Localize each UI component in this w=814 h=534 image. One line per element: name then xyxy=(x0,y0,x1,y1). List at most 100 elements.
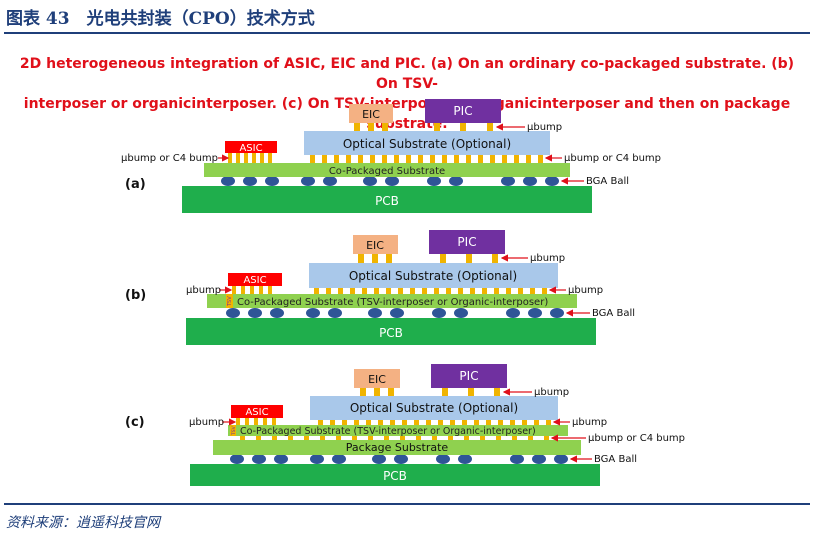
eic-b xyxy=(353,235,398,254)
bumps-c-lower xyxy=(236,418,551,425)
bga-ball xyxy=(363,176,377,186)
pcb-b xyxy=(186,318,596,345)
footer-rule xyxy=(4,503,810,505)
optical-substrate-a-label: Optical Substrate (Optional) xyxy=(343,137,511,151)
bga-ball xyxy=(265,176,279,186)
eic-a xyxy=(349,104,393,123)
bga-ball xyxy=(226,308,240,318)
asic-a-label: ASIC xyxy=(239,143,262,154)
annotation-b-ubump-top: μbump xyxy=(530,253,565,264)
figure-header: 图表 43 光电共封装（CPO）技术方式 xyxy=(0,0,814,34)
bga-ball xyxy=(368,308,382,318)
bga-ball xyxy=(248,308,262,318)
pcb-c xyxy=(190,464,600,486)
package-substrate-c-label: Package Substrate xyxy=(346,441,449,454)
pic-b xyxy=(429,230,505,254)
copackaged-substrate-b xyxy=(207,294,577,308)
pcb-a-label: PCB xyxy=(375,194,399,208)
copackaged-substrate-c xyxy=(228,425,568,436)
bumps-b-lower xyxy=(232,286,547,294)
optical-substrate-c-label: Optical Substrate (Optional) xyxy=(350,401,518,415)
bga-ball xyxy=(454,308,468,318)
eic-a-label: EIC xyxy=(362,108,380,121)
copackaged-substrate-a-label: Co-Packaged Substrate xyxy=(329,166,445,177)
optical-substrate-b xyxy=(309,263,558,288)
panel-label-b: (b) xyxy=(125,288,146,303)
diagram-a: PCB Co-Packaged Substrate xyxy=(121,99,661,213)
pcb-a xyxy=(182,186,592,213)
pic-a-label: PIC xyxy=(453,104,472,118)
diagram-b: PCB TSV Co-Packaged Substrate (TSV-inter… xyxy=(125,230,635,345)
figure-title: 图表 43 光电共封装（CPO）技术方式 xyxy=(6,9,315,29)
bga-balls-a xyxy=(221,176,559,186)
title-underline xyxy=(4,32,810,34)
bga-ball xyxy=(545,176,559,186)
bga-ball xyxy=(523,176,537,186)
annotation-b-left: μbump xyxy=(186,285,221,296)
bga-ball xyxy=(436,454,450,464)
bga-ball xyxy=(221,176,235,186)
bumps-c-upper xyxy=(360,388,500,396)
asic-b-label: ASIC xyxy=(243,275,266,286)
tsv-label-b: TSV xyxy=(227,296,233,307)
asic-a xyxy=(225,141,277,153)
copackaged-substrate-c-label: Co-Packaged Substrate (TSV-interposer or… xyxy=(240,426,536,437)
bga-balls-c xyxy=(230,454,568,464)
eic-b-label: EIC xyxy=(366,239,384,252)
caption-line-1: 2D heterogeneous integration of ASIC, EI… xyxy=(19,56,795,92)
bga-ball xyxy=(510,454,524,464)
asic-c-label: ASIC xyxy=(245,407,268,418)
bga-ball xyxy=(501,176,515,186)
annotation-a-right: μbump or C4 bump xyxy=(564,153,661,164)
pic-c-label: PIC xyxy=(459,369,478,383)
bga-ball xyxy=(310,454,324,464)
asic-b xyxy=(228,273,282,286)
bga-ball xyxy=(230,454,244,464)
diagram-c: PCB Package Substrate xyxy=(125,364,685,486)
annotation-b-right: μbump xyxy=(568,285,603,296)
annotation-c-left: μbump xyxy=(189,417,224,428)
annotation-c-ball: BGA Ball xyxy=(594,454,637,465)
tsv-label-c: TSV xyxy=(231,425,237,436)
pcb-b-label: PCB xyxy=(379,326,403,340)
bga-ball xyxy=(243,176,257,186)
bga-ball xyxy=(506,308,520,318)
pic-b-label: PIC xyxy=(457,235,476,249)
copackaged-substrate-a xyxy=(204,163,570,177)
tsv-marker-b xyxy=(226,294,233,308)
annotation-c-right-c4: μbump or C4 bump xyxy=(588,433,685,444)
bga-ball xyxy=(328,308,342,318)
bga-ball xyxy=(301,176,315,186)
bumps-a-upper xyxy=(354,123,493,131)
annotation-b-ball: BGA Ball xyxy=(592,308,635,319)
bga-ball xyxy=(394,454,408,464)
eic-c-label: EIC xyxy=(368,373,386,386)
eic-c xyxy=(354,369,400,388)
bumps-a-lower xyxy=(228,153,543,163)
panel-label-c: (c) xyxy=(125,415,145,430)
bga-ball xyxy=(554,454,568,464)
bumps-b-upper xyxy=(358,254,498,263)
bga-ball xyxy=(372,454,386,464)
bga-ball xyxy=(270,308,284,318)
bga-ball xyxy=(427,176,441,186)
annotation-a-left: μbump or C4 bump xyxy=(121,153,218,164)
bga-ball xyxy=(458,454,472,464)
annotation-c-ubump-top: μbump xyxy=(534,387,569,398)
copackaged-substrate-b-label: Co-Packaged Substrate (TSV-interposer or… xyxy=(237,297,548,308)
bga-ball xyxy=(532,454,546,464)
figure-caption: 2D heterogeneous integration of ASIC, EI… xyxy=(10,54,804,134)
pic-a xyxy=(425,99,501,123)
bga-ball xyxy=(449,176,463,186)
optical-substrate-a xyxy=(304,131,550,155)
panel-label-a: (a) xyxy=(125,177,146,192)
tsv-marker-c xyxy=(230,425,236,436)
bga-balls-b xyxy=(226,308,564,318)
annotation-a-ball: BGA Ball xyxy=(586,176,629,187)
bga-ball xyxy=(252,454,266,464)
annotation-c-right-ubump: μbump xyxy=(572,417,607,428)
bga-ball xyxy=(385,176,399,186)
bga-ball xyxy=(323,176,337,186)
pic-c xyxy=(431,364,507,388)
